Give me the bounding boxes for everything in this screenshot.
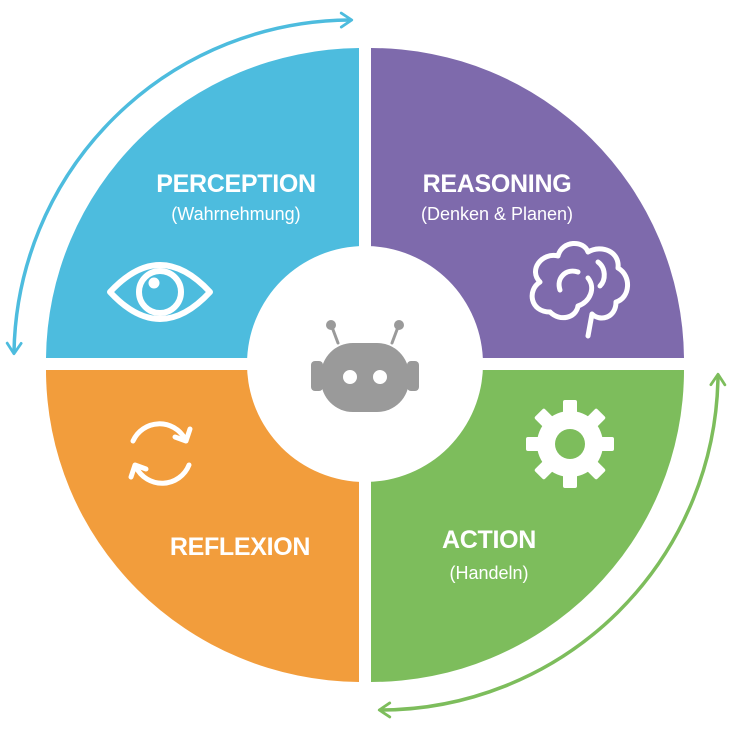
reasoning-title: REASONING — [423, 170, 572, 198]
cycle-arrow-bottom-right — [377, 372, 727, 719]
cycle-arrow-top-left — [5, 11, 354, 356]
robot-icon — [311, 320, 419, 412]
perception-subtitle: (Wahrnehmung) — [171, 204, 300, 224]
action-subtitle: (Handeln) — [449, 563, 528, 583]
eye-icon — [107, 262, 213, 322]
action-title: ACTION — [442, 526, 536, 554]
reflexion-title: REFLEXION — [170, 533, 310, 561]
gear-icon — [526, 400, 614, 488]
reasoning-subtitle: (Denken & Planen) — [421, 204, 573, 224]
cycle-icon — [128, 421, 193, 486]
quadrant-reflexion — [46, 370, 359, 682]
brain-icon — [529, 241, 630, 339]
perception-title: PERCEPTION — [156, 170, 316, 198]
